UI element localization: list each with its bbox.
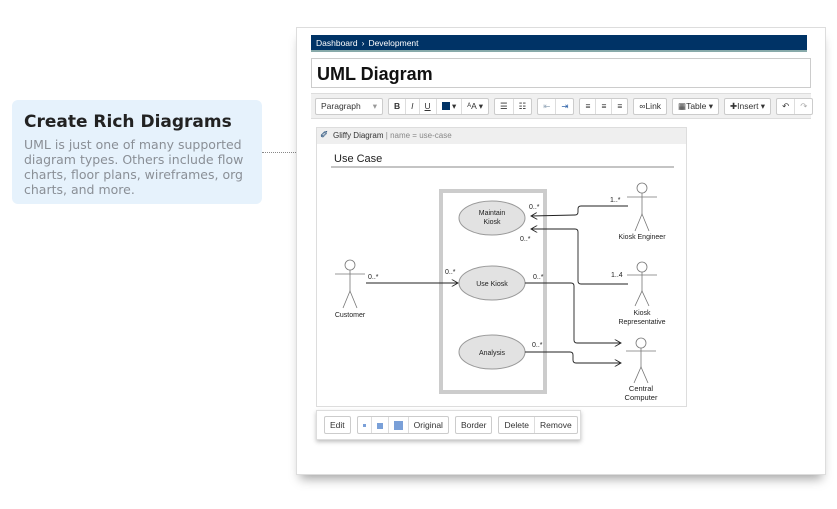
callout-connector	[262, 152, 308, 153]
actor-kiosk-representative	[627, 261, 657, 307]
gliffy-label: Gliffy Diagram	[333, 131, 384, 140]
italic-button[interactable]: I	[406, 98, 420, 114]
text-color-button[interactable]: ▾	[437, 98, 463, 114]
align-group: ≡≡≡	[579, 97, 629, 115]
remove-button[interactable]: Remove	[540, 420, 572, 430]
paragraph-select[interactable]: Paragraph ▾	[315, 97, 383, 115]
numbered-list-icon[interactable]: ☷	[518, 100, 527, 111]
use-case-maintain-kiosk[interactable]	[458, 200, 526, 236]
diagram-actions-popup: Edit Original Border Delete Remove	[316, 410, 581, 440]
actors	[335, 182, 657, 384]
color-swatch	[441, 102, 450, 111]
original-size-button[interactable]: Original	[413, 420, 443, 430]
format-group: B I U ▾ ᴬA ▾	[388, 97, 489, 115]
use-case-label: Maintain	[479, 210, 506, 217]
use-case-label: Analysis	[479, 350, 506, 357]
associations	[366, 205, 628, 363]
underline-button[interactable]: U	[420, 98, 437, 114]
actor-label: Kiosk	[633, 310, 651, 317]
table-icon: ▦	[678, 100, 687, 111]
actor-label: Representative	[618, 319, 665, 326]
system-boundary	[439, 189, 547, 394]
history-group: ↶↷	[776, 97, 814, 115]
chevron-down-icon: ▾	[372, 100, 377, 111]
multiplicity-label: 0..*	[532, 342, 543, 349]
outdent-icon[interactable]: ⇤	[538, 98, 557, 114]
align-left-icon[interactable]: ≡	[580, 98, 597, 114]
insert-label: Insert	[737, 100, 759, 111]
size-small-button[interactable]	[358, 417, 372, 433]
bullet-list-icon[interactable]: ☰	[495, 98, 514, 114]
bold-button[interactable]: B	[389, 98, 407, 114]
use-case-label: Kiosk	[483, 219, 501, 226]
align-center-icon[interactable]: ≡	[596, 98, 613, 114]
small-square-icon	[362, 424, 366, 428]
list-group: ☰☷	[493, 97, 533, 115]
actor-kiosk-engineer	[627, 182, 657, 232]
actor-customer	[335, 259, 365, 309]
breadcrumb-dashboard[interactable]: Dashboard	[316, 38, 358, 48]
actor-central-computer	[626, 337, 656, 384]
callout-title: Create Rich Diagrams	[24, 112, 232, 132]
edit-button[interactable]: Edit	[330, 420, 345, 430]
editor-toolbar: Paragraph▾ B I U ▾ ᴬA ▾ ☰☷ ⇤⇥ ≡≡≡ ∞Link …	[311, 93, 814, 119]
callout-body: UML is just one of many supported diagra…	[24, 137, 244, 197]
medium-square-icon	[376, 422, 383, 429]
breadcrumb-development[interactable]: Development	[368, 38, 419, 48]
multiplicity-label: 0..*	[368, 274, 379, 281]
chevron-right-icon: ›	[361, 38, 365, 48]
insert-button[interactable]: ✚Insert ▾	[724, 97, 772, 115]
diagram-title: Use Case	[334, 153, 382, 165]
indent-icon[interactable]: ⇥	[561, 100, 569, 111]
gliffy-meta: | name = use-case	[385, 131, 452, 140]
multiplicity-label: 0..*	[445, 269, 456, 276]
indent-group: ⇤⇥	[537, 97, 575, 115]
font-size-button[interactable]: ᴬA ▾	[467, 100, 483, 111]
table-button[interactable]: ▦Table ▾	[672, 97, 720, 115]
gliffy-header: ✐ Gliffy Diagram | name = use-case	[317, 128, 686, 144]
size-group: Original	[356, 416, 449, 434]
multiplicity-label: 1..4	[611, 272, 623, 279]
delete-button[interactable]: Delete	[499, 417, 536, 433]
gliffy-diagram-macro[interactable]: ✐ Gliffy Diagram | name = use-case Use C…	[316, 127, 687, 407]
gliffy-logo-icon: ✐	[320, 130, 329, 141]
large-square-icon	[393, 421, 403, 431]
multiplicity-label: 0..*	[520, 236, 531, 243]
link-icon: ∞	[639, 100, 646, 111]
breadcrumb: Dashboard›Development	[311, 35, 807, 52]
link-label: Link	[645, 100, 662, 111]
actor-label: Computer	[625, 393, 658, 402]
plus-icon: ✚	[730, 100, 738, 111]
multiplicity-label: 0..*	[529, 204, 540, 211]
undo-icon[interactable]: ↶	[777, 98, 796, 114]
border-button[interactable]: Border	[460, 420, 487, 430]
actor-label: Kiosk Engineer	[618, 234, 666, 241]
multiplicity-label: 1..*	[610, 197, 621, 204]
multiplicity-label: 0..*	[533, 274, 544, 281]
use-case-label: Use Kiosk	[476, 281, 508, 288]
table-label: Table	[686, 100, 707, 111]
redo-icon[interactable]: ↷	[800, 100, 808, 111]
use-case-diagram: Use Case Maintain Kiosk Use Kiosk Analys…	[331, 153, 674, 402]
actor-label: Customer	[335, 312, 366, 319]
paragraph-label: Paragraph	[321, 100, 361, 111]
size-medium-button[interactable]	[372, 417, 389, 433]
page-title-input[interactable]: UML Diagram	[311, 58, 811, 88]
feature-callout: Create Rich Diagrams UML is just one of …	[12, 100, 262, 204]
actor-label: Central	[629, 384, 654, 393]
align-right-icon[interactable]: ≡	[617, 100, 623, 111]
size-large-button[interactable]	[389, 417, 409, 433]
link-button[interactable]: ∞Link	[633, 97, 668, 115]
